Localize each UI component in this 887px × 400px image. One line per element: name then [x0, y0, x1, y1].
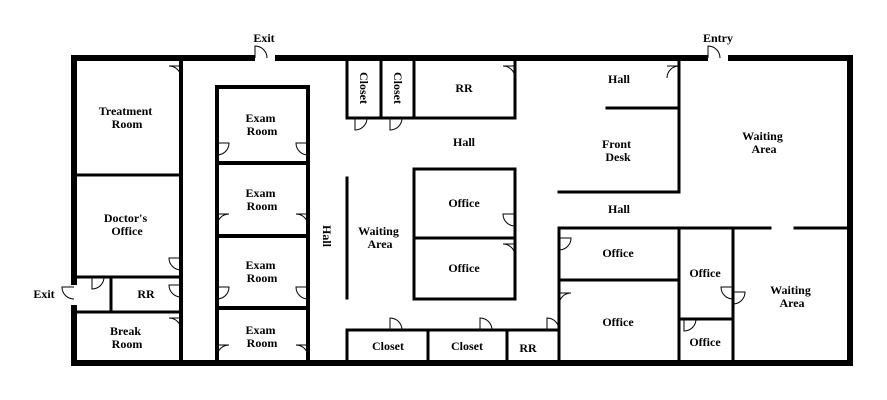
exam-room-2-label: Exam Room: [246, 186, 279, 213]
entry-label: Entry: [703, 31, 733, 45]
closet-bottom-2-label: Closet: [451, 339, 483, 353]
exam-room-1-label: Exam Room: [246, 111, 279, 138]
rr-bottom-label: RR: [519, 341, 537, 355]
closet-bottom-1-label: Closet: [372, 339, 404, 353]
exterior-wall: [71, 55, 853, 366]
office-center-top-label: Office: [448, 196, 480, 210]
rr-left-label: RR: [137, 287, 155, 301]
closet-top-1-label: Closet: [357, 72, 371, 104]
office-small-1-label: Office: [689, 266, 721, 280]
waiting-area-center-label: Waiting Area: [358, 224, 402, 251]
bottom-closets-walls: [345, 328, 561, 365]
exit-top-label: Exit: [253, 31, 274, 45]
right-wing-walls: [557, 56, 852, 365]
waiting-area-top-right-label: Waiting Area: [742, 129, 786, 156]
closet-top-2-label: Closet: [391, 72, 405, 104]
door-swings: [61, 45, 746, 358]
rr-top-label: RR: [455, 81, 473, 95]
office-right-1-label: Office: [602, 246, 634, 260]
treatment-room-label: Treatment Room: [99, 104, 156, 131]
left-wing-walls: [72, 56, 183, 365]
exterior-openings: [70, 54, 728, 305]
break-room-label: Break Room: [110, 324, 144, 351]
office-small-2-label: Office: [689, 335, 721, 349]
hall-center-label: Hall: [453, 135, 476, 149]
waiting-area-bottom-right-label: Waiting Area: [770, 283, 814, 310]
hall-right-label: Hall: [608, 202, 631, 216]
hall-vertical-label: Hall: [320, 225, 334, 248]
office-right-2-label: Office: [602, 315, 634, 329]
office-center-bottom-label: Office: [448, 261, 480, 275]
top-closets-walls: [345, 56, 517, 120]
exit-left-label: Exit: [33, 287, 54, 301]
exam-room-3-label: Exam Room: [246, 258, 279, 285]
front-desk-label: Front Desk: [602, 137, 634, 164]
hall-top-right-label: Hall: [608, 72, 631, 86]
exam-room-4-label: Exam Room: [246, 323, 279, 350]
doctors-office-label: Doctor's Office: [104, 211, 150, 238]
center-offices-walls: [412, 167, 517, 301]
